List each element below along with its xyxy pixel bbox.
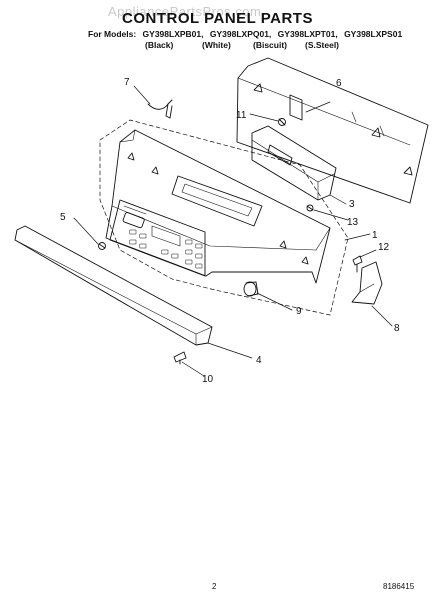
- callout-5: 5: [60, 212, 66, 223]
- control-panel-console: [105, 129, 331, 284]
- diagram-title: CONTROL PANEL PARTS: [122, 10, 313, 27]
- control-knob: [243, 281, 259, 297]
- callout-8: 8: [394, 323, 400, 334]
- model-color: (Black): [145, 40, 174, 50]
- callout-12: 12: [378, 242, 390, 253]
- model-number: GY398LXPB01,: [142, 29, 204, 39]
- housing-screw: [306, 204, 314, 212]
- mounting-screw: [278, 118, 286, 126]
- callout-7: 7: [124, 77, 130, 88]
- callout-4: 4: [256, 355, 262, 366]
- model-number: GY398LXPQ01,: [209, 29, 272, 39]
- trim-screw: [173, 351, 187, 365]
- callout-11: 11: [236, 110, 247, 121]
- model-number: GY398LXPS01: [344, 29, 403, 39]
- callout-1: 1: [372, 230, 378, 241]
- side-mounting-bracket: [351, 261, 383, 305]
- side-screw: [352, 255, 363, 273]
- model-color: (White): [202, 40, 231, 50]
- callout-9: 9: [296, 306, 302, 317]
- model-color: (Biscuit): [253, 40, 287, 50]
- watermark: AppliancePartsPros.com: [108, 4, 262, 19]
- callout-10: 10: [202, 374, 214, 385]
- callout-3: 3: [349, 199, 355, 210]
- leader-lines: [73, 85, 393, 377]
- models-prefix: For Models:: [88, 29, 137, 39]
- wire-harness: [147, 99, 173, 119]
- callout-6: 6: [336, 78, 342, 89]
- trim-clip: [98, 242, 106, 250]
- model-number: GY398LXPT01,: [277, 29, 338, 39]
- model-color: (S.Steel): [305, 40, 340, 50]
- control-board-housing: [251, 125, 337, 201]
- document-number: 8186415: [383, 582, 415, 591]
- page-number: 2: [212, 582, 217, 591]
- front-trim-strip: [14, 225, 213, 346]
- rear-panel-bracket: [236, 57, 429, 204]
- assembly-outline: [99, 119, 349, 316]
- callout-13: 13: [347, 217, 359, 228]
- model-list: For Models: GY398LXPB01, GY398LXPQ01, GY…: [88, 29, 406, 39]
